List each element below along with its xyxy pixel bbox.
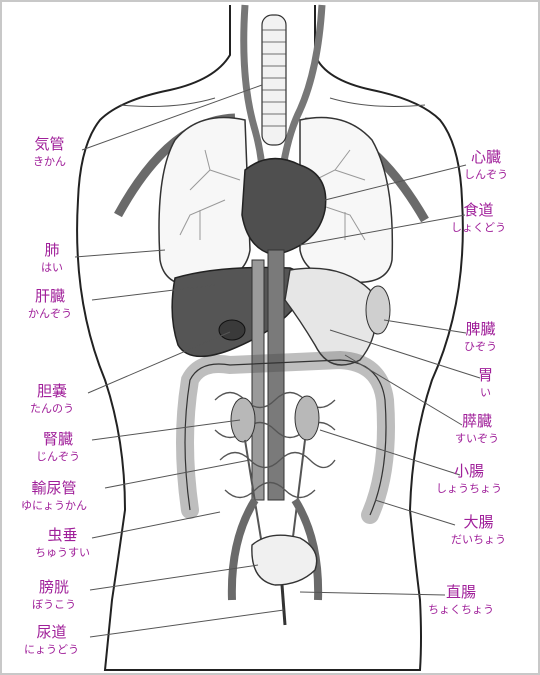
heart-shape <box>241 157 327 256</box>
kidney-shape-left <box>294 395 320 441</box>
label-trachea: 気管 きかん <box>33 135 66 168</box>
trachea <box>261 14 287 146</box>
label-kidney: 腎臓 じんぞう <box>36 430 80 463</box>
stomach-shape <box>284 267 377 366</box>
label-large-intestine: 大腸 だいちょう <box>451 513 506 546</box>
label-heart: 心臓 しんぞう <box>464 148 508 181</box>
kidney-shape-right <box>230 397 256 443</box>
label-rectum: 直腸 ちょくちょう <box>428 583 494 616</box>
spleen-shape <box>365 285 391 335</box>
label-urethra: 尿道 にょうどう <box>24 623 79 656</box>
gallbladder-shape <box>218 319 246 341</box>
label-liver: 肝臓 かんぞう <box>28 287 72 320</box>
label-spleen: 脾臓 ひぞう <box>464 320 497 353</box>
label-ureter: 輸尿管 ゆにょうかん <box>21 479 87 512</box>
label-lung: 肺 はい <box>41 241 63 274</box>
label-appendix: 虫垂 ちゅうすい <box>35 526 90 559</box>
label-pancreas: 膵臓 すいぞう <box>455 412 499 445</box>
label-gallbladder: 胆嚢 たんのう <box>30 382 74 415</box>
label-bladder: 膀胱 ぼうこう <box>32 578 76 611</box>
label-esophagus: 食道 しょくどう <box>451 201 506 234</box>
label-small-intestine: 小腸 しょうちょう <box>436 462 502 495</box>
bladder-shape <box>251 534 318 586</box>
label-stomach: 胃 い <box>478 366 494 399</box>
